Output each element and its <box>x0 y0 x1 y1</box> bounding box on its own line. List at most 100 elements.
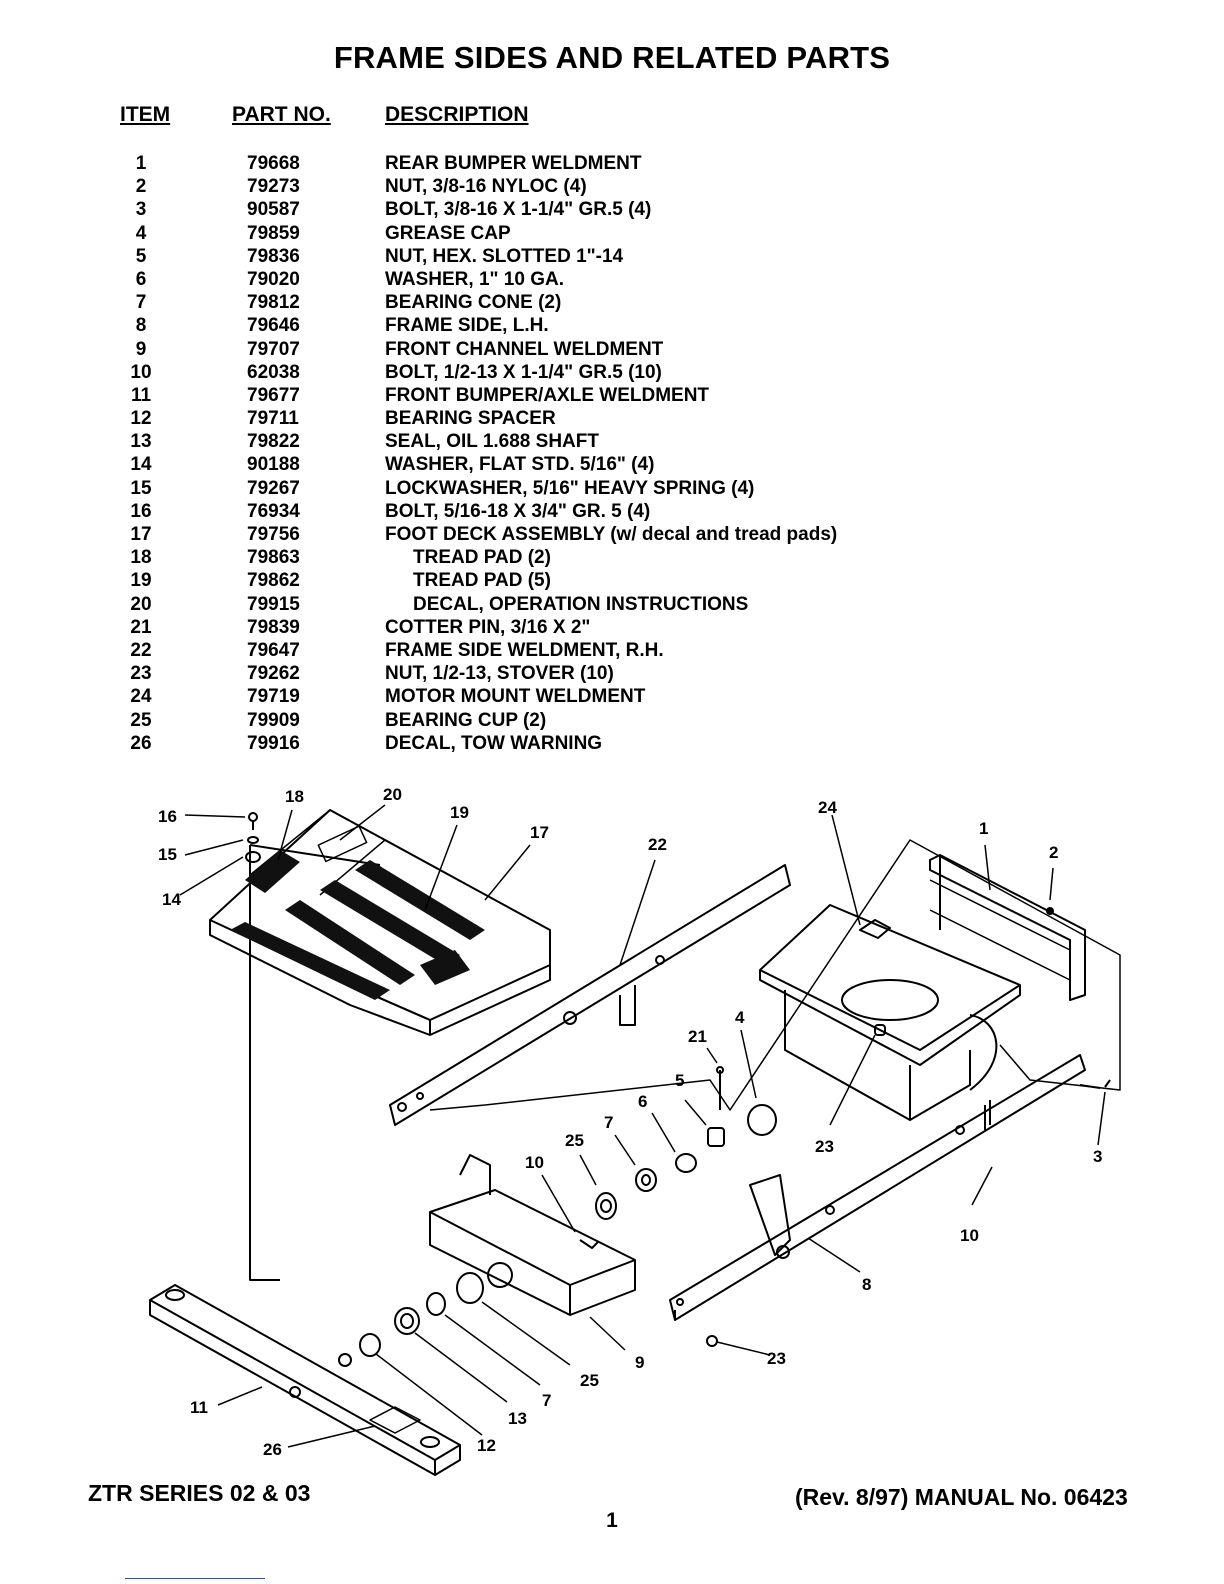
part-number: 79267 <box>247 477 300 499</box>
part-item-number: 5 <box>135 245 147 267</box>
part-item-number: 8 <box>135 315 147 337</box>
callout-25a: 25 <box>565 1131 584 1150</box>
part-number: 79822 <box>247 431 300 453</box>
callout-16: 16 <box>158 807 177 826</box>
part-description: BOLT, 1/2-13 X 1-1/4" GR.5 (10) <box>385 361 662 383</box>
part-description: BEARING CUP (2) <box>385 709 547 731</box>
callout-2: 2 <box>1049 843 1058 862</box>
parts-row: 11 79677 FRONT BUMPER/AXLE WELDMENT <box>0 384 1224 407</box>
part-item-number: 11 <box>130 384 152 406</box>
part-number: 90587 <box>247 199 300 221</box>
part-description: BEARING CONE (2) <box>385 292 562 314</box>
deck-fasteners <box>245 812 261 863</box>
callout-3: 3 <box>1093 1147 1102 1166</box>
part-item-number: 26 <box>130 732 152 754</box>
link-underline <box>125 1578 265 1579</box>
footer-manual-number: (Rev. 8/97) MANUAL No. 06423 <box>795 1484 1128 1510</box>
part-description: BOLT, 3/8-16 X 1-1/4" GR.5 (4) <box>385 199 652 221</box>
wheel-hardware <box>579 1066 1111 1249</box>
part-number: 79859 <box>247 222 300 244</box>
part-item-number: 14 <box>130 454 152 476</box>
callout-12: 12 <box>477 1436 496 1455</box>
part-description: WASHER, 1" 10 GA. <box>385 268 564 290</box>
part-number: 62038 <box>247 361 300 383</box>
part-item-number: 13 <box>130 431 152 453</box>
part-item-number: 10 <box>130 361 152 383</box>
callout-18: 18 <box>285 787 304 806</box>
part-description: TREAD PAD (2) <box>413 547 551 569</box>
part-description: BOLT, 5/16-18 X 3/4" GR. 5 (4) <box>385 500 651 522</box>
part-description: FOOT DECK ASSEMBLY (w/ decal and tread p… <box>385 524 838 545</box>
part-number: 79812 <box>247 292 300 314</box>
callout-9: 9 <box>635 1353 644 1372</box>
part-number: 79677 <box>247 384 300 406</box>
rear-bumper <box>929 854 1086 1001</box>
part-item-number: 2 <box>135 176 147 198</box>
callout-6: 6 <box>638 1092 647 1111</box>
leader-lines <box>179 804 1106 1448</box>
part-item-number: 20 <box>130 593 152 615</box>
part-number: 79262 <box>247 663 300 685</box>
part-item-number: 24 <box>130 686 152 708</box>
callout-4: 4 <box>735 1008 745 1027</box>
parts-row: 4 79859 GREASE CAP <box>0 222 1224 245</box>
column-header-description: DESCRIPTION <box>385 103 529 126</box>
callout-20: 20 <box>383 785 402 804</box>
callout-7a: 7 <box>604 1113 613 1132</box>
parts-row: 10 62038 BOLT, 1/2-13 X 1-1/4" GR.5 (10) <box>0 361 1224 384</box>
callout-15: 15 <box>158 845 177 864</box>
part-number: 79020 <box>247 268 300 290</box>
part-number: 79647 <box>247 639 300 661</box>
callout-26: 26 <box>263 1440 282 1459</box>
callout-21: 21 <box>688 1027 707 1046</box>
frame-floor-outline <box>429 839 1121 1111</box>
callout-1: 1 <box>979 819 988 838</box>
motor-mount <box>759 904 1021 1121</box>
part-description: NUT, HEX. SLOTTED 1"-14 <box>385 245 624 267</box>
callout-8: 8 <box>862 1275 871 1294</box>
callout-24: 24 <box>818 798 837 817</box>
part-description: GREASE CAP <box>385 222 511 244</box>
part-description: BEARING SPACER <box>385 408 556 430</box>
callout-14: 14 <box>162 890 181 909</box>
exploded-parts-diagram: 16 15 14 18 20 19 17 22 24 1 2 21 4 5 6 … <box>149 785 1121 1476</box>
part-number: 79707 <box>247 338 300 360</box>
callout-19: 19 <box>450 803 469 822</box>
part-description: SEAL, OIL 1.688 SHAFT <box>385 431 599 453</box>
part-description: FRONT BUMPER/AXLE WELDMENT <box>385 384 710 406</box>
part-description: FRAME SIDE, L.H. <box>385 315 549 337</box>
part-description: MOTOR MOUNT WELDMENT <box>385 686 646 708</box>
callout-10b: 10 <box>960 1226 979 1245</box>
part-item-number: 16 <box>130 500 152 522</box>
callout-5: 5 <box>675 1071 684 1090</box>
callout-23a: 23 <box>815 1137 834 1156</box>
part-item-number: 4 <box>135 222 147 244</box>
parts-row: 3 90587 BOLT, 3/8-16 X 1-1/4" GR.5 (4) <box>0 198 1224 221</box>
column-header-part-no: PART NO. <box>232 103 331 126</box>
part-description: WASHER, FLAT STD. 5/16" (4) <box>385 454 655 476</box>
callout-22: 22 <box>648 835 667 854</box>
part-item-number: 7 <box>135 292 147 314</box>
front-bumper-axle <box>149 1284 461 1476</box>
part-description: TREAD PAD (5) <box>413 570 551 592</box>
part-item-number: 3 <box>135 199 147 221</box>
part-item-number: 21 <box>130 616 152 638</box>
part-number: 79711 <box>247 408 299 430</box>
nut-23-lower <box>706 1335 718 1347</box>
part-item-number: 25 <box>130 709 152 731</box>
